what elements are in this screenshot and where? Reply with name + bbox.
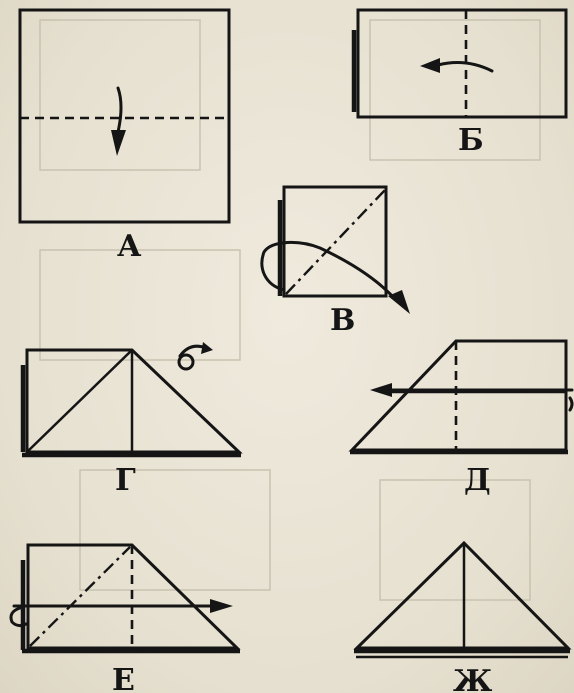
step-a-square: [18, 8, 231, 224]
step-zh: Ж: [353, 540, 572, 693]
fold-arrow-icon: [260, 241, 410, 314]
step-a: А: [18, 8, 231, 264]
step-a-label: А: [117, 229, 142, 264]
fold-arrow-icon: [9, 599, 233, 628]
step-g: Г: [20, 342, 243, 498]
step-d-label: Д: [464, 463, 491, 498]
step-e-label: Е: [112, 663, 135, 693]
step-d-outline: [348, 339, 568, 452]
turn-over-icon: [177, 342, 213, 371]
fold-arrow-icon: [111, 86, 126, 156]
step-b-rectangle: [356, 8, 568, 119]
step-zh-label: Ж: [453, 664, 493, 693]
step-d: Д: [348, 339, 574, 498]
step-v: В: [260, 185, 410, 338]
step-v-label: В: [330, 303, 355, 338]
step-b-label: Б: [458, 123, 484, 158]
fold-arrow-icon: [370, 383, 574, 412]
step-g-fold-crease-left: [26, 349, 133, 453]
step-e-mountain-fold-line: [29, 546, 131, 647]
step-zh-outline: [353, 540, 572, 650]
fold-arrow-icon: [420, 58, 494, 73]
step-g-label: Г: [115, 463, 136, 498]
step-b: Б: [351, 8, 568, 158]
page-show-through: [39, 19, 541, 601]
step-e: Е: [9, 543, 241, 693]
step-v-mountain-fold-line: [285, 189, 386, 295]
